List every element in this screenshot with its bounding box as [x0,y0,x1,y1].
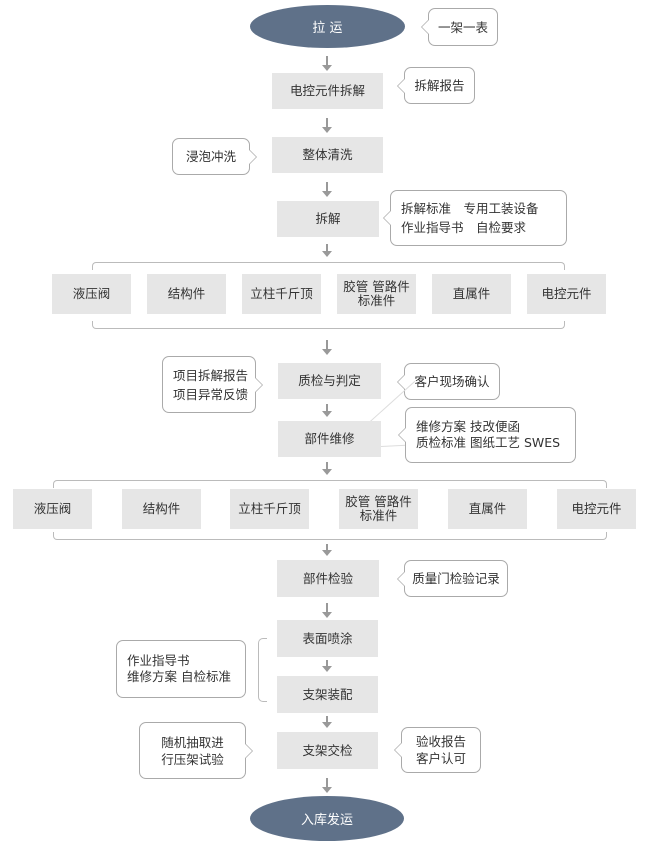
note-work-instructions: 作业指导书 维修方案 自检标准 [116,640,246,698]
note-soak-rinse: 浸泡冲洗 [172,138,257,175]
note-line: 作业指导书 自检要求 [401,220,527,235]
arrow [322,716,332,728]
note-disassembly-standards: 拆解标准 专用工装设备 作业指导书 自检要求 [383,190,567,246]
note-one-rack-one-sheet: 一架一表 [421,8,498,46]
component-box: 立柱千斤顶 [230,489,309,529]
note-line: 项目异常反馈 [173,386,249,402]
note-quality-gate-record: 质量门检验记录 [397,560,508,597]
arrow [322,778,332,793]
arrow [322,244,332,257]
component-box: 结构件 [122,489,201,529]
note-line: 随机抽取进 [161,734,224,750]
arrow [322,660,332,672]
component-box: 直属件 [448,489,527,529]
arrow [322,56,332,71]
note-acceptance-report: 验收报告 客户认可 [394,727,481,773]
step-disassembly: 拆解 [277,201,379,237]
note-line: 作业指导书 [127,653,190,668]
note-line: 客户认可 [415,751,466,766]
arrow [322,603,332,618]
component-box: 电控元件 [557,489,636,529]
group-brace [258,638,267,702]
group-bracket-top [53,480,607,488]
group-bracket-bottom [92,321,565,329]
step-overall-cleaning: 整体清洗 [272,137,383,173]
note-random-pressure-test: 随机抽取进 行压架试验 [139,722,253,779]
component-box: 直属件 [432,274,511,314]
group-bracket-top [92,262,565,270]
end-terminal: 入库发运 [250,796,404,841]
arrow [322,340,332,355]
component-box: 结构件 [147,274,226,314]
arrow [322,544,332,556]
note-repair-plan: 维修方案 技改便函 质检标准 图纸工艺 SWES [398,407,576,463]
component-box: 液压阀 [52,274,131,314]
note-project-reports: 项目拆解报告 项目异常反馈 [162,356,263,413]
start-terminal: 拉 运 [250,5,405,48]
note-disassembly-report: 拆解报告 [397,67,475,104]
arrow [322,404,332,417]
step-component-inspection: 部件检验 [277,560,379,597]
step-support-assembly: 支架装配 [277,676,378,713]
component-box: 电控元件 [527,274,606,314]
note-line: 质检标准 图纸工艺 SWES [416,435,561,450]
connector-line [381,444,407,447]
note-line: 维修方案 技改便函 [416,419,520,434]
group-bracket-bottom [53,532,607,540]
step-electrical-disassembly: 电控元件拆解 [272,73,383,109]
note-line: 验收报告 [415,734,466,749]
component-box: 立柱千斤顶 [242,274,321,314]
arrow [322,462,332,475]
arrow [322,182,332,197]
step-quality-inspection: 质检与判定 [278,363,381,399]
note-line: 项目拆解报告 [173,367,249,383]
step-support-handover-inspection: 支架交检 [277,732,378,769]
component-box: 胶管 管路件 标准件 [337,274,416,314]
note-customer-confirmation: 客户现场确认 [397,363,500,400]
step-surface-painting: 表面喷涂 [277,620,378,657]
note-line: 拆解标准 专用工装设备 [401,201,539,216]
note-line: 行压架试验 [161,751,224,767]
step-component-repair: 部件维修 [278,421,381,457]
note-line: 维修方案 自检标准 [127,669,231,684]
component-box: 液压阀 [13,489,92,529]
arrow [322,118,332,133]
component-box: 胶管 管路件 标准件 [339,489,418,529]
